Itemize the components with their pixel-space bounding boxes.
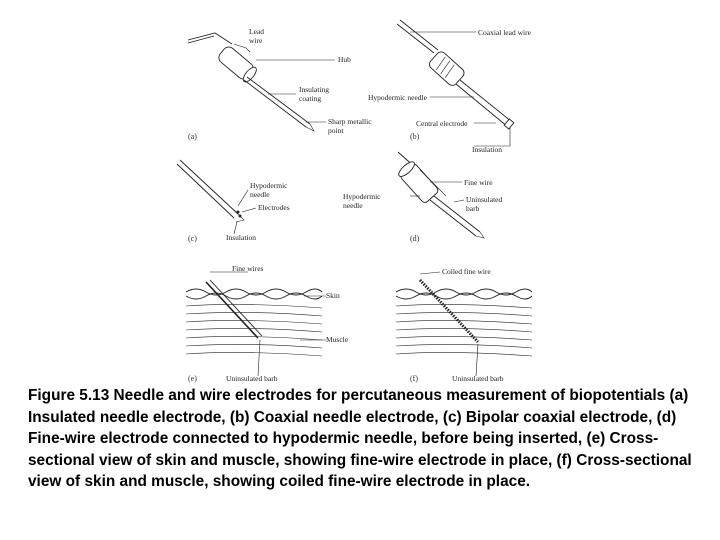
needle-b: [459, 79, 513, 123]
coiled-wire-f: [418, 278, 480, 344]
label-electrodes: Electrodes: [258, 203, 290, 212]
panel-a: Lead wire Hub Insulating coating Sharp m…: [187, 27, 372, 141]
panel-tag-f: (f): [410, 374, 418, 383]
label-uninsulated: Uninsulated: [466, 195, 502, 204]
label-barb: barb: [466, 204, 480, 213]
label-wire: wire: [249, 36, 263, 45]
label-needle-d: needle: [343, 201, 363, 210]
label-insulation-c: Insulation: [226, 233, 256, 242]
label-point: point: [328, 126, 344, 135]
figure-drawing: Lead wire Hub Insulating coating Sharp m…: [176, 19, 533, 383]
fine-wire-d: [419, 169, 447, 197]
label-hub: Hub: [338, 55, 351, 64]
label-uninsulated-barb-f: Uninsulated barb: [452, 374, 504, 383]
panel-tag-d: (d): [410, 234, 420, 243]
panel-tag-c: (c): [188, 234, 197, 243]
label-needle-c: needle: [250, 190, 270, 199]
coaxial-lead-b: [399, 19, 439, 51]
fine-wire-e1: [205, 281, 259, 339]
panel-f: Coiled fine wire Uninsulated barb (f): [395, 267, 533, 383]
panel-tag-b: (b): [410, 132, 420, 141]
label-lead: Lead: [249, 27, 264, 36]
label-muscle: Muscle: [326, 335, 349, 344]
muscle-fibers-e: [185, 304, 323, 357]
panel-d: Fine wire Hypodermic needle Uninsulated …: [343, 151, 502, 243]
panel-e: Fine wires Skin Muscle Uninsulated barb …: [185, 264, 349, 383]
label-sharp-metallic: Sharp metallic: [328, 117, 372, 126]
label-insulating: Insulating: [299, 85, 329, 94]
skin-line-f: [395, 288, 533, 296]
label-skin: Skin: [326, 291, 340, 300]
panel-b: Coaxial lead wire Hypodermic needle Cent…: [368, 19, 532, 154]
electrode-figure: Lead wire Hub Insulating coating Sharp m…: [176, 19, 533, 383]
figure-caption: Figure 5.13 Needle and wire electrodes f…: [28, 387, 692, 490]
label-coiled-fine-wire: Coiled fine wire: [442, 267, 491, 276]
panel-tag-a: (a): [188, 132, 197, 141]
label-insulation-b: Insulation: [472, 145, 502, 154]
label-coating: coating: [299, 94, 321, 103]
needle-d: [433, 195, 481, 233]
hub-b: [429, 51, 465, 86]
label-coaxial-lead-wire: Coaxial lead wire: [478, 28, 532, 37]
panel-tag-e: (e): [188, 374, 197, 383]
label-hypodermic-d: Hypodermic: [343, 192, 381, 201]
needle-a: [246, 76, 311, 125]
label-hypodermic-c: Hypodermic: [250, 181, 288, 190]
needle-c: [179, 159, 239, 215]
label-uninsulated-barb-e: Uninsulated barb: [226, 374, 278, 383]
muscle-fibers-f: [395, 304, 533, 357]
lead-wire-a: [187, 32, 233, 45]
panel-c: Hypodermic needle Electrodes Insulation …: [176, 159, 290, 243]
skin-line-e: [185, 288, 323, 296]
label-fine-wire: Fine wire: [464, 178, 493, 187]
label-hypodermic-needle: Hypodermic needle: [368, 93, 428, 102]
label-fine-wires: Fine wires: [232, 264, 264, 273]
label-central-electrode: Central electrode: [416, 119, 468, 128]
